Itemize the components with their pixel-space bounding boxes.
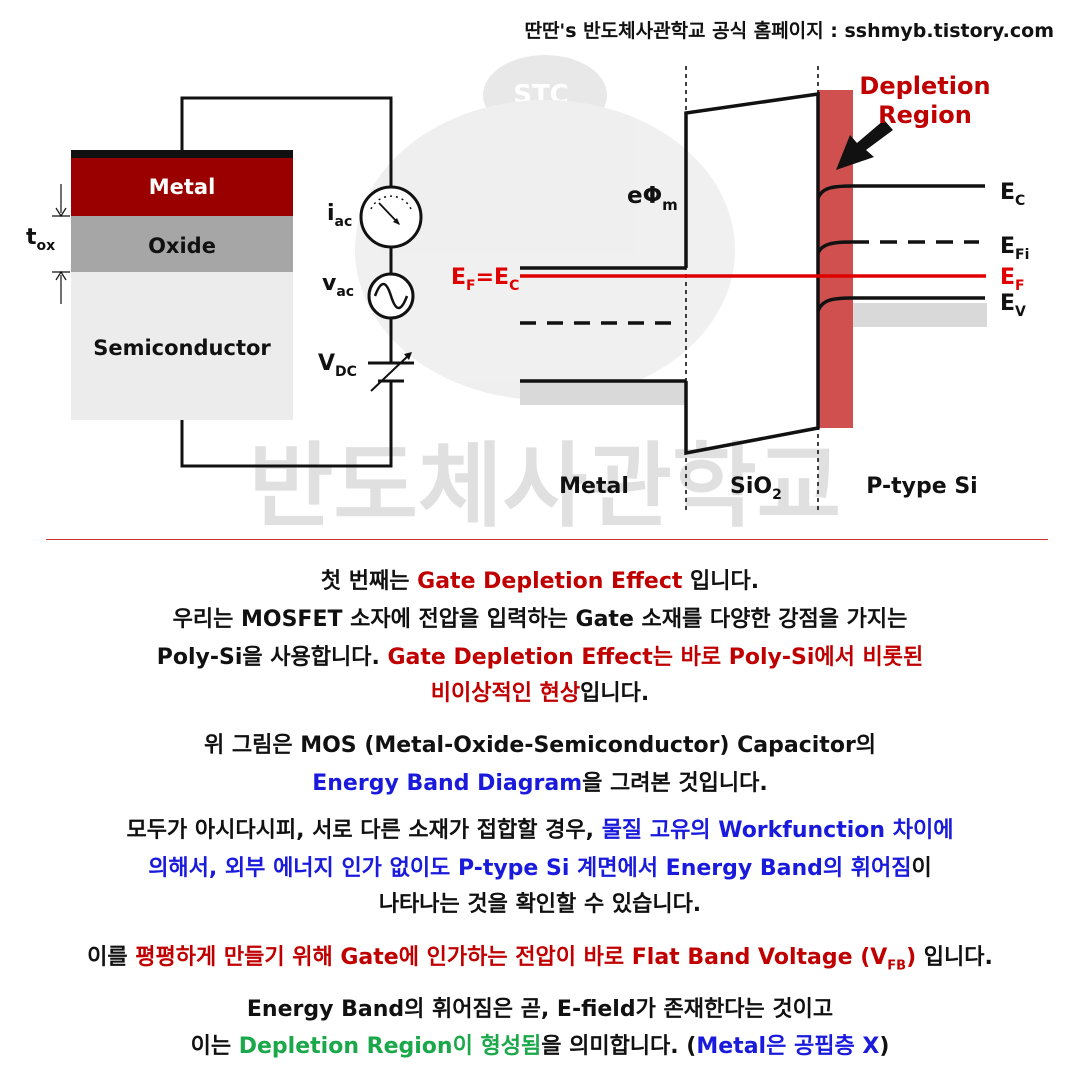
ev-label: EV — [1000, 291, 1026, 320]
text-line: 비이상적인 현상입니다. — [430, 681, 650, 706]
depletion-label-line1: Depletion — [859, 72, 990, 100]
metal-layer — [71, 158, 293, 216]
region-label-metal: Metal — [559, 474, 629, 499]
ef-label: EF — [1000, 265, 1025, 294]
region-label-ptype: P-type Si — [866, 474, 977, 499]
tox-label: tox — [26, 225, 55, 254]
text-line: 의해서, 외부 에너지 인가 없이도 P-type Si 계면에서 Energy… — [148, 856, 932, 881]
text-line: 나타나는 것을 확인할 수 있습니다. — [378, 892, 702, 917]
text-line: 이는 Depletion Region이 형성됨을 의미합니다. (Metal은… — [190, 1034, 890, 1059]
ef-ec-label: EF=EC — [451, 265, 519, 294]
text-line: Energy Band Diagram을 그려본 것입니다. — [312, 771, 768, 796]
text-line: 모두가 아시다시피, 서로 다른 소재가 접합할 경우, 물질 고유의 Work… — [126, 818, 954, 843]
metal-label: Metal — [149, 175, 216, 199]
ammeter-icon — [359, 185, 423, 249]
iac-label: iac — [327, 201, 352, 230]
oxide-layer — [71, 216, 293, 272]
semiconductor-label: Semiconductor — [93, 336, 271, 360]
divider — [46, 539, 1048, 540]
metal-band-block — [520, 381, 686, 405]
text-line: Energy Band의 휘어짐은 곧, E-field가 존재한다는 것이고 — [246, 997, 834, 1022]
semiconductor-layer — [71, 272, 293, 420]
watermark: STC 반도체사관학교 — [249, 55, 841, 540]
circuit: iac vac VDC — [180, 96, 423, 468]
text-line: 우리는 MOSFET 소자에 전압을 입력하는 Gate 소재를 다양한 강점을… — [172, 607, 908, 632]
dc-source-icon — [368, 352, 414, 392]
region-label-sio2: SiO2 — [730, 474, 782, 503]
ephi-label: eΦm — [627, 183, 678, 214]
band-diagram: eΦm EF=EC Depletion Region EC EFi EF EV … — [451, 66, 1029, 510]
site-label: 딴딴's 반도체사관학교 공식 홈페이지 : sshmyb.tistory.co… — [524, 20, 1054, 42]
watermark-badge: STC — [513, 80, 569, 110]
ec-label: EC — [1000, 180, 1025, 209]
metal-top-bar — [71, 150, 293, 158]
efi-label: EFi — [1000, 234, 1029, 263]
vac-label: vac — [322, 271, 354, 300]
mos-diagram: STC 반도체사관학교 Metal Oxide Semiconductor to… — [26, 55, 1029, 540]
watermark-big-text: 반도체사관학교 — [249, 433, 841, 540]
psi-valence-block — [853, 303, 987, 327]
mos-stack: Metal Oxide Semiconductor tox — [26, 150, 293, 420]
text-line: Poly-Si을 사용합니다. Gate Depletion Effect는 바… — [156, 645, 924, 670]
text-line: 이를 평평하게 만들기 위해 Gate에 인가하는 전압이 바로 Flat Ba… — [87, 945, 993, 974]
vdc-label: VDC — [318, 351, 357, 380]
depletion-label-line2: Region — [878, 101, 972, 129]
text-line: 위 그림은 MOS (Metal-Oxide-Semiconductor) Ca… — [203, 733, 877, 758]
oxide-label: Oxide — [148, 234, 216, 258]
depletion-arrow-icon — [836, 120, 893, 170]
text-line: 첫 번째는 Gate Depletion Effect 입니다. — [320, 569, 760, 594]
